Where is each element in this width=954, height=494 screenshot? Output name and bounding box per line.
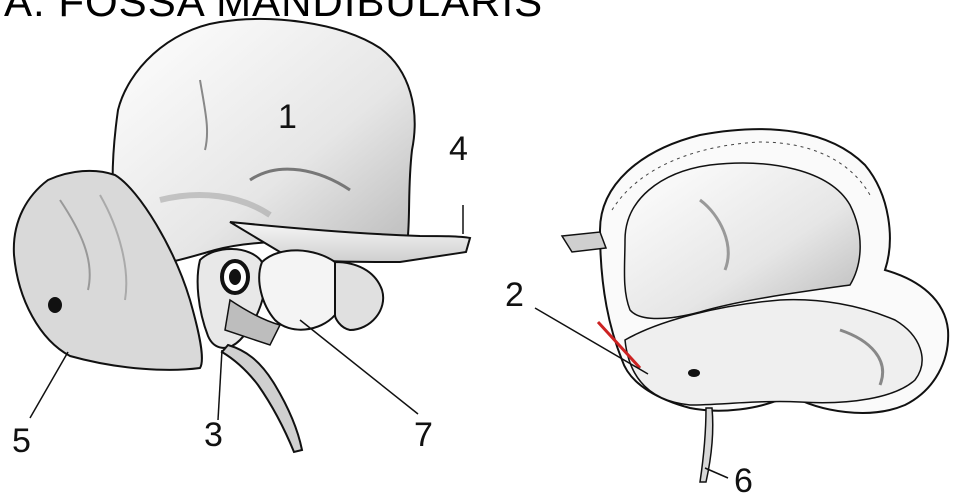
label-4: 4 xyxy=(449,130,468,168)
leader-3 xyxy=(218,350,222,420)
right-temporal-bone xyxy=(562,129,948,482)
label-7: 7 xyxy=(414,416,433,454)
mastoid-foramen xyxy=(48,297,62,313)
mandibular-fossa xyxy=(259,250,345,329)
label-2: 2 xyxy=(505,276,524,314)
label-5: 5 xyxy=(12,422,31,460)
leader-5 xyxy=(30,352,68,418)
left-temporal-bone xyxy=(14,19,470,452)
leader-7 xyxy=(300,320,418,414)
label-3: 3 xyxy=(204,416,223,454)
label-6: 6 xyxy=(734,462,753,494)
label-1: 1 xyxy=(278,98,297,136)
styloid-process xyxy=(222,345,302,452)
